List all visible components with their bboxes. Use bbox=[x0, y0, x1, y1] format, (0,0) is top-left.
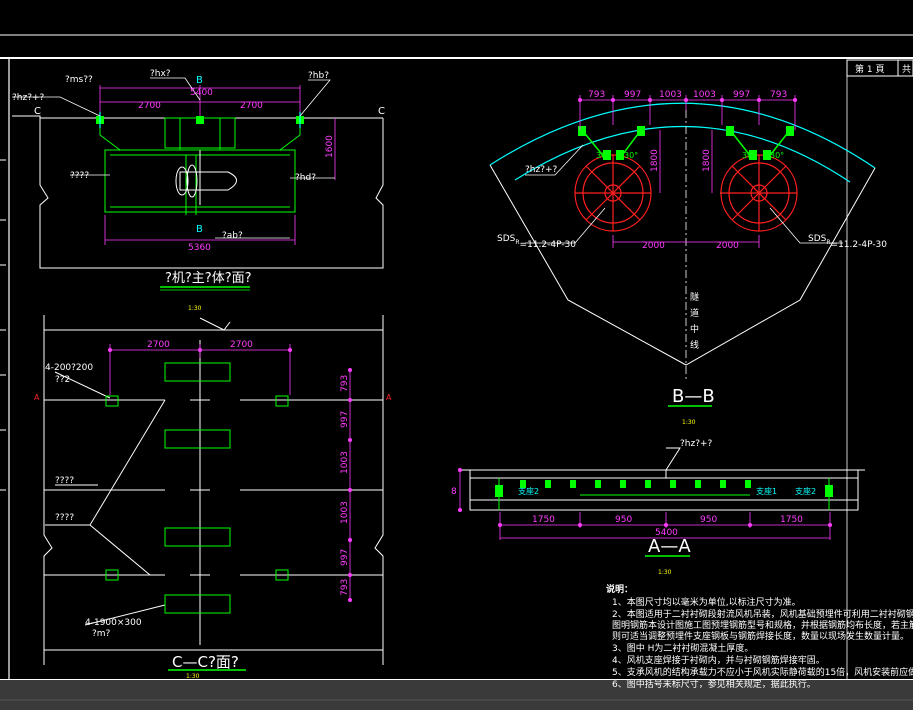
drawing-frame bbox=[0, 34, 913, 710]
aa-tag-top: ?hz?+? bbox=[680, 439, 713, 449]
aa-dim-2: 950 bbox=[615, 515, 632, 525]
note-4: 则可适当调整预埋件支座钢板与钢筋焊接长度，数量以现场发生数量计量。 bbox=[612, 630, 909, 642]
section-fan-elevation[interactable]: C C B B ?hz?+? ?hx? ?ms?? ?hb? ?hd? 5400… bbox=[12, 69, 385, 312]
label-c-right: C bbox=[378, 106, 385, 117]
label-fan: ???? bbox=[70, 171, 89, 181]
label-c-left: C bbox=[34, 106, 41, 117]
aa-dim-4: 1750 bbox=[780, 515, 803, 525]
bb-tunnel-2: 道 bbox=[690, 307, 699, 319]
plan-tag-plate-sub: ??2 bbox=[55, 375, 70, 385]
plan-tag-bottom: 4-1900×300 bbox=[85, 618, 142, 628]
plan-vdim-6: 793 bbox=[340, 579, 350, 596]
bb-angle-l1: 30° bbox=[596, 151, 610, 160]
bb-top-dim-5: 997 bbox=[733, 90, 750, 100]
dim-height: 1600 bbox=[325, 135, 335, 158]
plan-tag-plate: 4-200?200 bbox=[45, 363, 93, 373]
aa-dim-total: 5400 bbox=[655, 528, 678, 538]
tag-left: ?ms?? bbox=[65, 75, 93, 85]
notes-block: 说明： 1、本图尺寸均以毫米为单位,以标注尺寸为准。 2、本图适用于二衬衬砌段射… bbox=[606, 583, 913, 690]
plan-dim-left: 2700 bbox=[147, 340, 170, 350]
plan-label-a-left: A bbox=[34, 393, 40, 402]
plan-dim-right: 2700 bbox=[230, 340, 253, 350]
plan-vdim-4: 1003 bbox=[340, 501, 350, 524]
label-inner: ?ab? bbox=[222, 231, 243, 241]
plan-vdim-3: 1003 bbox=[340, 451, 350, 474]
section-scale-plan: 1:30 bbox=[186, 673, 200, 680]
bb-dim-h-left: 1800 bbox=[650, 149, 660, 172]
tag-left-top: ?hz?+? bbox=[12, 93, 45, 103]
bb-angle-l2: 30° bbox=[624, 151, 638, 160]
aa-dim-1: 1750 bbox=[532, 515, 555, 525]
section-title-aa: A—A bbox=[648, 536, 691, 557]
bb-top-dim-4: 1003 bbox=[693, 90, 716, 100]
aa-label-mid: 支座1 bbox=[756, 486, 777, 496]
dim-bottom: 5360 bbox=[188, 243, 211, 253]
tag-top-left: ?hx? bbox=[150, 69, 171, 79]
bb-tunnel-3: 中 bbox=[690, 323, 699, 335]
bb-sds-left-sub: R bbox=[515, 239, 519, 246]
bb-top-dim-3: 1003 bbox=[659, 90, 682, 100]
bb-dim-h-right: 1800 bbox=[702, 149, 712, 172]
bb-sds-right-sub: R bbox=[826, 239, 830, 246]
bb-dim-w-left: 2000 bbox=[642, 241, 665, 251]
aa-dim-3: 950 bbox=[700, 515, 717, 525]
bb-sds-left: SDSR=11.2-4P-30 bbox=[497, 234, 576, 250]
note-7: 5、支承风机的结构承载力不应小于风机实际静荷载的15倍，风机安装前应做支承结构的… bbox=[612, 666, 913, 678]
note-3: 图明钢筋本设计图施工图预埋钢筋型号和规格，并根据钢筋均布长度，若主筋配置大于本设 bbox=[612, 619, 913, 631]
aa-dim-side: 8 bbox=[451, 487, 457, 497]
bb-sds-right-spec: =11.2-4P-30 bbox=[831, 240, 888, 250]
note-2: 2、本图适用于二衬衬砌段射流风机吊装，风机基础预埋件可利用二衬衬砌钢筋。若无主筋… bbox=[612, 608, 913, 620]
fan-left-icon bbox=[574, 154, 652, 232]
note-6: 4、风机支座焊接于衬砌内，并与衬砌钢筋焊接牢固。 bbox=[612, 654, 825, 666]
notes-heading: 说明： bbox=[606, 583, 633, 595]
bb-dim-w-right: 2000 bbox=[716, 241, 739, 251]
aa-label-right: 支座2 bbox=[795, 486, 816, 496]
plan-vdim-2: 997 bbox=[340, 411, 350, 428]
bb-tag-arc: ?hz?+? bbox=[525, 165, 558, 175]
tag-top-right: ?hb? bbox=[308, 71, 329, 81]
section-title-plan: C—C?面? bbox=[172, 653, 239, 671]
plan-tag-b2: ???? bbox=[55, 513, 74, 523]
plan-tag-bottom-sub: ?m? bbox=[92, 629, 111, 639]
note-5: 3、图中 H为二衬衬砌混凝土厚度。 bbox=[612, 642, 753, 654]
margin-ticks bbox=[0, 159, 6, 491]
label-b-top: B bbox=[196, 75, 203, 86]
bb-sds-left-main: SDS bbox=[497, 234, 516, 244]
section-scale-bb: 1:30 bbox=[682, 419, 696, 426]
bb-angle-r2: 30° bbox=[770, 151, 784, 160]
bb-top-dim-1: 793 bbox=[588, 90, 605, 100]
dim-right: 2700 bbox=[240, 101, 263, 111]
bb-angle-r1: 30° bbox=[742, 151, 756, 160]
plan-vdim-5: 997 bbox=[340, 549, 350, 566]
section-scale-aa: 1:30 bbox=[658, 569, 672, 576]
page-number-label: 第 1 頁 bbox=[855, 63, 884, 75]
aa-label-left: 支座2 bbox=[518, 486, 539, 496]
bb-tunnel-4: 线 bbox=[690, 339, 699, 351]
section-title-bb: B—B bbox=[672, 386, 715, 407]
section-aa[interactable]: ?hz?+? 支座2 支座1 支座2 8 1750 950 950 1750 5… bbox=[451, 439, 865, 576]
bb-top-dim-6: 793 bbox=[770, 90, 787, 100]
section-scale-top: 1:30 bbox=[188, 305, 202, 312]
bb-sds-right: SDSR=11.2-4P-30 bbox=[808, 234, 887, 250]
dim-left: 2700 bbox=[138, 101, 161, 111]
section-bb[interactable]: 793 997 1003 1003 997 793 1800 1800 2000… bbox=[489, 90, 887, 426]
tag-right: ?hd? bbox=[295, 173, 316, 183]
bb-tunnel-1: 隧 bbox=[690, 291, 699, 303]
note-8: 6、图中括号未标尺寸，参见相关规定，据此执行。 bbox=[612, 678, 816, 690]
plan-tag-b1: ???? bbox=[55, 476, 74, 486]
section-title-top: ?机?主?体?面? bbox=[165, 271, 252, 286]
note-1: 1、本图尺寸均以毫米为单位,以标注尺寸为准。 bbox=[612, 596, 801, 608]
section-plan-view[interactable]: A A 2700 2700 793 997 1003 1003 997 793 … bbox=[34, 315, 392, 680]
bb-top-dim-2: 997 bbox=[624, 90, 641, 100]
bb-sds-left-spec: =11.2-4P-30 bbox=[520, 240, 577, 250]
label-b-bottom: B bbox=[196, 224, 203, 235]
bb-sds-right-main: SDS bbox=[808, 234, 827, 244]
fan-right-icon bbox=[720, 154, 798, 232]
dim-total: 5400 bbox=[190, 88, 213, 98]
plan-label-a-right: A bbox=[386, 393, 392, 402]
plan-vdim-1: 793 bbox=[340, 375, 350, 392]
page-total-label: 共 bbox=[902, 64, 911, 75]
